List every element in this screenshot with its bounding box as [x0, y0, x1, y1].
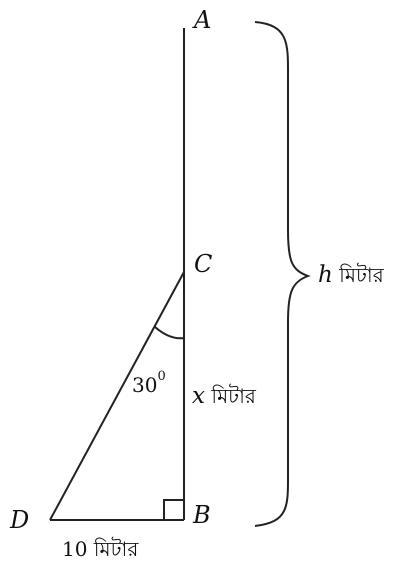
point-d-label: D [9, 506, 29, 534]
angle-label: 300 [132, 369, 166, 397]
angle-arc-c [154, 326, 185, 340]
cb-length-label: x মিটার [192, 383, 257, 409]
right-angle-marker [163, 499, 184, 520]
point-c-label: C [194, 250, 212, 278]
height-brace [254, 21, 311, 527]
db-length-label: 10 মিটার [62, 537, 139, 561]
segment-dc [49, 271, 185, 521]
point-b-label: B [192, 501, 211, 529]
point-a-label: A [192, 6, 211, 34]
ab-length-label: h মিটার [318, 262, 385, 288]
